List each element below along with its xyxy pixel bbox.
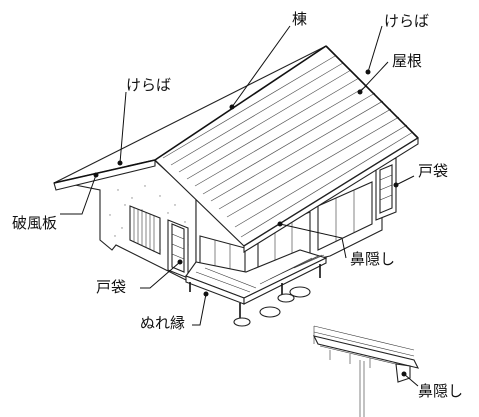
gable-window <box>129 205 161 255</box>
label-fascia-detail: 鼻隠し <box>418 382 463 400</box>
door-pocket-right <box>375 157 397 221</box>
roof <box>53 45 419 253</box>
label-door-pocket-right: 戸袋 <box>418 162 448 180</box>
roof-seams <box>162 55 414 238</box>
label-veranda: ぬれ縁 <box>140 314 185 332</box>
label-roof: 屋根 <box>392 52 422 70</box>
label-door-pocket-left: 戸袋 <box>96 278 126 296</box>
label-keraba-left: けらば <box>126 76 171 94</box>
veranda <box>185 249 328 327</box>
label-keraba-top-right: けらば <box>384 12 429 30</box>
leader-lines <box>60 25 419 387</box>
label-ridge: 棟 <box>292 10 307 28</box>
label-barge-board: 破風板 <box>12 214 57 232</box>
eaves-detail <box>312 325 420 417</box>
label-fascia-main: 鼻隠し <box>350 250 395 268</box>
